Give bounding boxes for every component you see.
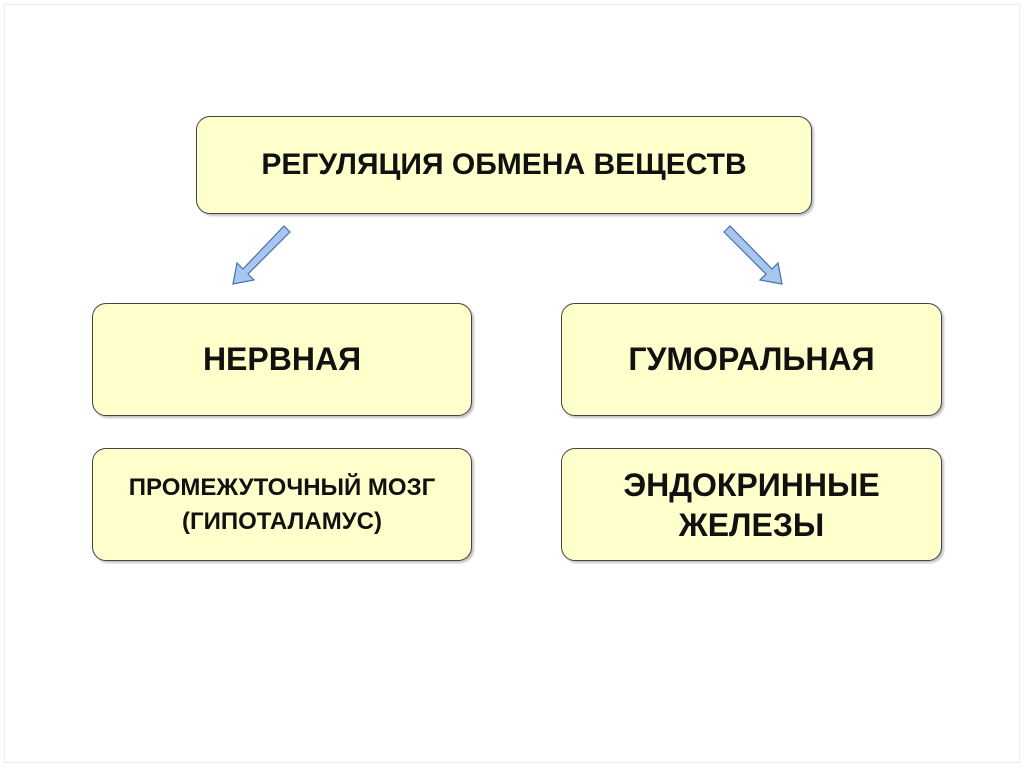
- arrow-right: [723, 225, 783, 285]
- nervous-label: НЕРВНАЯ: [202, 341, 362, 377]
- endocrine-glands-node: ЭНДОКРИННЫЕ ЖЕЛЕЗЫ: [561, 448, 942, 561]
- humoral-regulation-node: ГУМОРАЛЬНАЯ: [561, 303, 942, 416]
- humoral-label: ГУМОРАЛЬНАЯ: [628, 341, 875, 377]
- diencephalon-node: ПРОМЕЖУТОЧНЫЙ МОЗГ (ГИПОТАЛАМУС): [92, 448, 472, 561]
- nervous-regulation-node: НЕРВНАЯ: [92, 303, 472, 416]
- slide-frame: [4, 4, 1020, 763]
- arrow-left: [232, 225, 291, 285]
- root-node: РЕГУЛЯЦИЯ ОБМЕНА ВЕЩЕСТВ: [196, 116, 812, 214]
- diencephalon-line-1: ПРОМЕЖУТОЧНЫЙ МОЗГ: [128, 473, 436, 501]
- endocrine-line-2: ЖЕЛЕЗЫ: [678, 506, 825, 543]
- endocrine-line-1: ЭНДОКРИННЫЕ: [623, 466, 880, 503]
- root-title: РЕГУЛЯЦИЯ ОБМЕНА ВЕЩЕСТВ: [261, 148, 747, 181]
- diencephalon-line-2: (ГИПОТАЛАМУС): [182, 507, 382, 535]
